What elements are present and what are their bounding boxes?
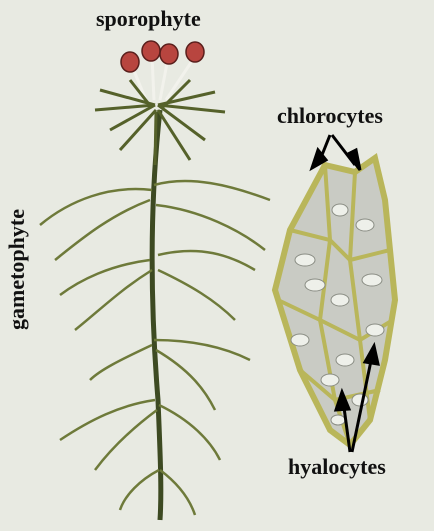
label-hyalocytes: hyalocytes (288, 454, 386, 480)
leaf-cell-diagram (275, 158, 395, 445)
label-chlorocytes: chlorocytes (277, 103, 383, 129)
label-gametophyte: gametophyte (4, 209, 30, 330)
plant-stem (152, 110, 161, 520)
sporophyte-capsules (121, 41, 204, 72)
label-sporophyte: sporophyte (96, 6, 201, 32)
